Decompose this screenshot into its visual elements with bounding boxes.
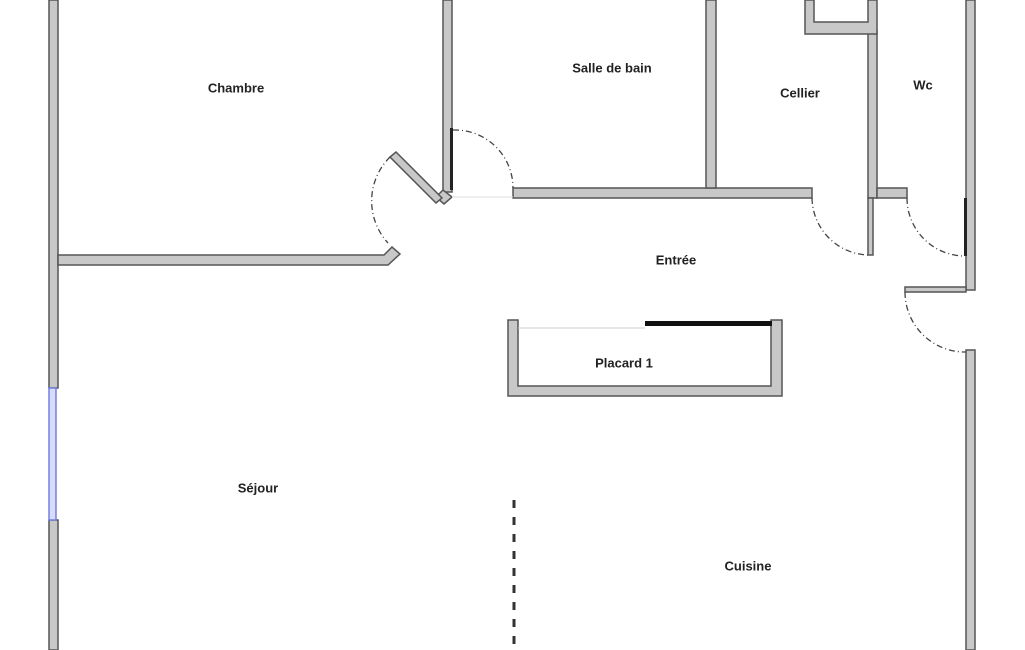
salle-de-bain-bottom-wall: [512, 187, 813, 199]
left-outer-wall: [48, 0, 59, 389]
door-leaf-chambre: [388, 150, 444, 205]
door-leaf: [450, 128, 453, 190]
right-outer-wall-lower: [965, 349, 976, 650]
room-label-cellier: Cellier: [780, 85, 820, 101]
chambre-right-wall: [442, 0, 453, 193]
walls: [48, 0, 976, 650]
entry-wall: [904, 286, 967, 293]
salle-de-bain-right-wall: [705, 0, 717, 189]
room-label-chambre: Chambre: [207, 80, 265, 96]
left-outer-wall-lower: [48, 519, 59, 650]
placard-walls: [507, 319, 783, 397]
window: [48, 387, 57, 521]
room-label-cuisine: Cuisine: [724, 558, 772, 574]
room-label-salle-de-bain: Salle de bain: [572, 60, 652, 76]
door-swing-chambre[interactable]: [371, 156, 391, 244]
wc-bottom-wall: [876, 187, 908, 199]
door-leaf: [964, 198, 967, 256]
room-label-placard: Placard 1: [595, 355, 653, 371]
cellier-right-wall: [867, 29, 878, 199]
door-swing-salle-de-bain[interactable]: [452, 129, 514, 189]
wall-stub: [867, 197, 874, 256]
chambre-bottom-wall: [57, 245, 402, 266]
placard: [507, 319, 783, 397]
doors: [371, 129, 967, 353]
room-label-entree: Entrée: [655, 252, 697, 268]
right-outer-wall: [965, 0, 976, 291]
room-label-wc: Wc: [913, 77, 933, 93]
door-swing-cellier[interactable]: [811, 197, 869, 256]
placard-sliding-door[interactable]: [645, 321, 772, 326]
door-swing-wc[interactable]: [906, 197, 965, 257]
door-swing-entry[interactable]: [904, 291, 967, 353]
cellier-niche: [804, 0, 878, 35]
room-label-sejour: Séjour: [237, 480, 279, 496]
